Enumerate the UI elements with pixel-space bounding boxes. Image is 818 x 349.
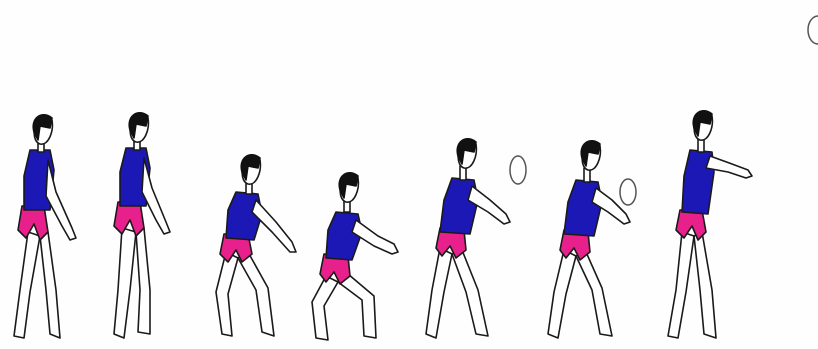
player-frame-4: [312, 173, 398, 340]
ball-top-right: [808, 16, 818, 44]
player-frame-7: [668, 111, 752, 338]
player-frame-1: [14, 115, 76, 338]
ball-frame-6: [620, 179, 636, 205]
player-frame-5: [426, 139, 510, 338]
player-frame-6: [548, 141, 630, 338]
ball-frame-5: [510, 156, 526, 184]
player-frame-2: [114, 113, 170, 338]
player-frame-3: [216, 155, 296, 336]
